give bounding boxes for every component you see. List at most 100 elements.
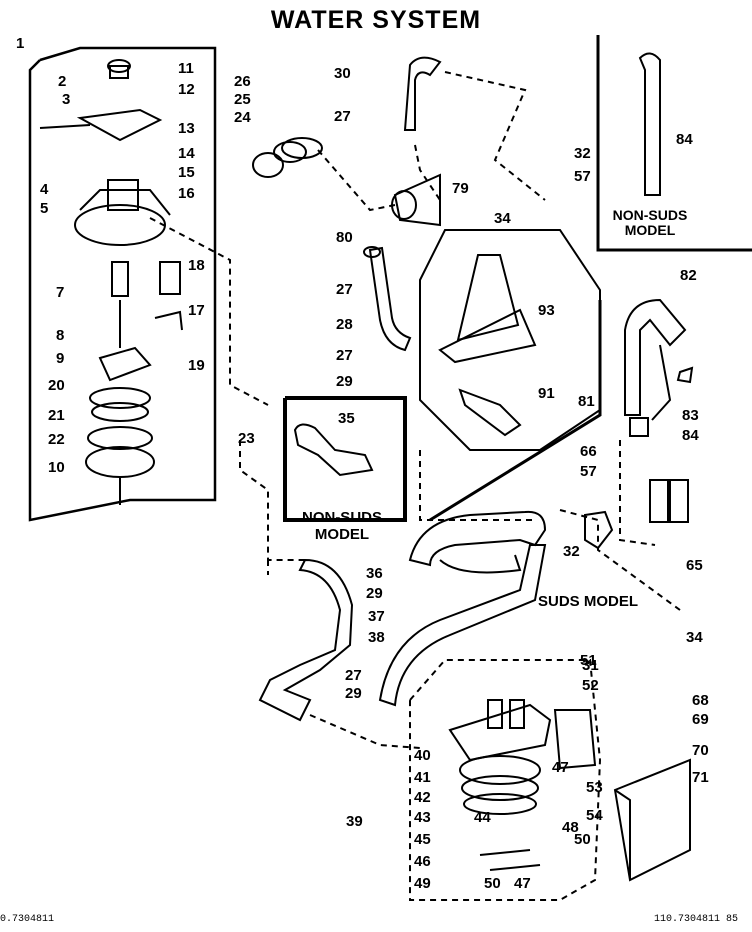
- callout-label: 25: [234, 91, 251, 108]
- callout-label: 31: [582, 657, 599, 674]
- callout-label: 1: [16, 35, 24, 52]
- callout-label: 27: [336, 347, 353, 364]
- callout-label: 57: [574, 168, 591, 185]
- callout-label: 7: [56, 284, 64, 301]
- callout-label: 19: [188, 357, 205, 374]
- callout-label: 43: [414, 809, 431, 826]
- callout-label: 36: [366, 565, 383, 582]
- callout-label: 84: [682, 427, 699, 444]
- callout-label: 4: [40, 181, 49, 198]
- ring-26: [281, 137, 323, 159]
- ring-24: [252, 152, 284, 178]
- callout-label: 28: [336, 316, 353, 333]
- valve-65a: [649, 479, 669, 523]
- callout-label: 65: [686, 557, 703, 574]
- callout-label: 29: [345, 685, 362, 702]
- callout-label: 47: [552, 759, 569, 776]
- callout-label: 57: [580, 463, 597, 480]
- callout-label: 93: [538, 302, 555, 319]
- bracket-70: [613, 758, 691, 882]
- callout-label: 12: [178, 81, 195, 98]
- callout-label: 70: [692, 742, 709, 759]
- callout-label: 45: [414, 831, 431, 848]
- callout-label: 29: [366, 585, 383, 602]
- callout-label: 42: [414, 789, 431, 806]
- callout-label: 48: [562, 819, 579, 836]
- ring-25: [273, 141, 307, 163]
- callout-label: 80: [336, 229, 353, 246]
- callout-label: 41: [414, 769, 431, 786]
- footer-code: 110.7304811 85: [653, 914, 738, 925]
- spring-part: [111, 261, 129, 297]
- callout-label: 32: [563, 543, 580, 560]
- callout-label: 84: [676, 131, 693, 148]
- callout-label: 79: [452, 180, 469, 197]
- callout-label: 46: [414, 853, 431, 870]
- dispenser-body: [438, 308, 537, 364]
- callout-label: 35: [338, 410, 355, 427]
- callout-label: 13: [178, 120, 195, 137]
- callout-label: 54: [586, 807, 603, 824]
- callout-label: 50: [574, 831, 591, 848]
- callout-label: 26: [234, 73, 251, 90]
- hose-38: [378, 544, 547, 707]
- non-suds-model-note-right: NON-SUDS MODEL: [612, 207, 688, 239]
- callout-label: 27: [345, 667, 362, 684]
- left-assembly-frame: [28, 46, 217, 522]
- pump-frame: [409, 659, 602, 901]
- cap-part: [107, 59, 131, 73]
- hose-28: [368, 246, 412, 352]
- hose-82: [624, 298, 687, 416]
- callout-label: 49: [414, 875, 431, 892]
- callout-label: 11: [178, 60, 194, 77]
- callout-label: 83: [682, 407, 699, 424]
- elbow-57b: [584, 510, 614, 550]
- solenoid-bracket: [76, 108, 163, 142]
- non-suds-model-note-center: NON-SUDS MODEL: [301, 509, 382, 543]
- hose-30: [403, 56, 442, 131]
- seal-ring-22: [87, 426, 153, 450]
- callout-label: 29: [336, 373, 353, 390]
- callout-label: 39: [346, 813, 363, 830]
- clamp-83: [676, 366, 694, 384]
- diagonal-frame-line: [429, 300, 602, 522]
- callout-label: 71: [692, 769, 709, 786]
- callout-label: 22: [48, 431, 65, 448]
- callout-label: 51: [580, 652, 597, 669]
- callout-label: 52: [582, 677, 599, 694]
- hose-37: [258, 558, 354, 722]
- callout-label: 34: [494, 210, 511, 227]
- callout-label: 27: [336, 281, 353, 298]
- elbow-80: [393, 173, 441, 227]
- pump-cover: [448, 703, 552, 762]
- callout-label: 27: [334, 108, 351, 125]
- callout-label: 18: [188, 257, 205, 274]
- seal-stack: [459, 755, 541, 785]
- callout-label: 10: [48, 459, 65, 476]
- callout-label: 50: [484, 875, 501, 892]
- footer-left-code: 0.7304811: [0, 914, 55, 925]
- callout-label: 21: [48, 407, 65, 424]
- callout-label: 8: [56, 327, 64, 344]
- pulley-part: [553, 709, 597, 770]
- callout-label: 20: [48, 377, 65, 394]
- callout-label: 53: [586, 779, 603, 796]
- callout-label: 14: [178, 145, 195, 162]
- callout-label: 16: [178, 185, 195, 202]
- non-suds-box-right: [596, 35, 752, 252]
- callout-label: 5: [40, 200, 48, 217]
- callout-label: 3: [62, 91, 70, 108]
- callout-label: 66: [580, 443, 597, 460]
- callout-labels: 1 2 3 4 5 7 8 9 20 21 22 10 11 12 13 14 …: [16, 35, 709, 892]
- callout-label: 47: [514, 875, 531, 892]
- callout-label: 2: [58, 73, 66, 90]
- callout-label: 38: [368, 629, 385, 646]
- seal-ring-20: [89, 387, 151, 409]
- callout-label: 32: [574, 145, 591, 162]
- callout-label: 23: [238, 430, 255, 447]
- callout-label: 17: [188, 302, 205, 319]
- callout-label: 24: [234, 109, 251, 126]
- callout-label: 91: [538, 385, 555, 402]
